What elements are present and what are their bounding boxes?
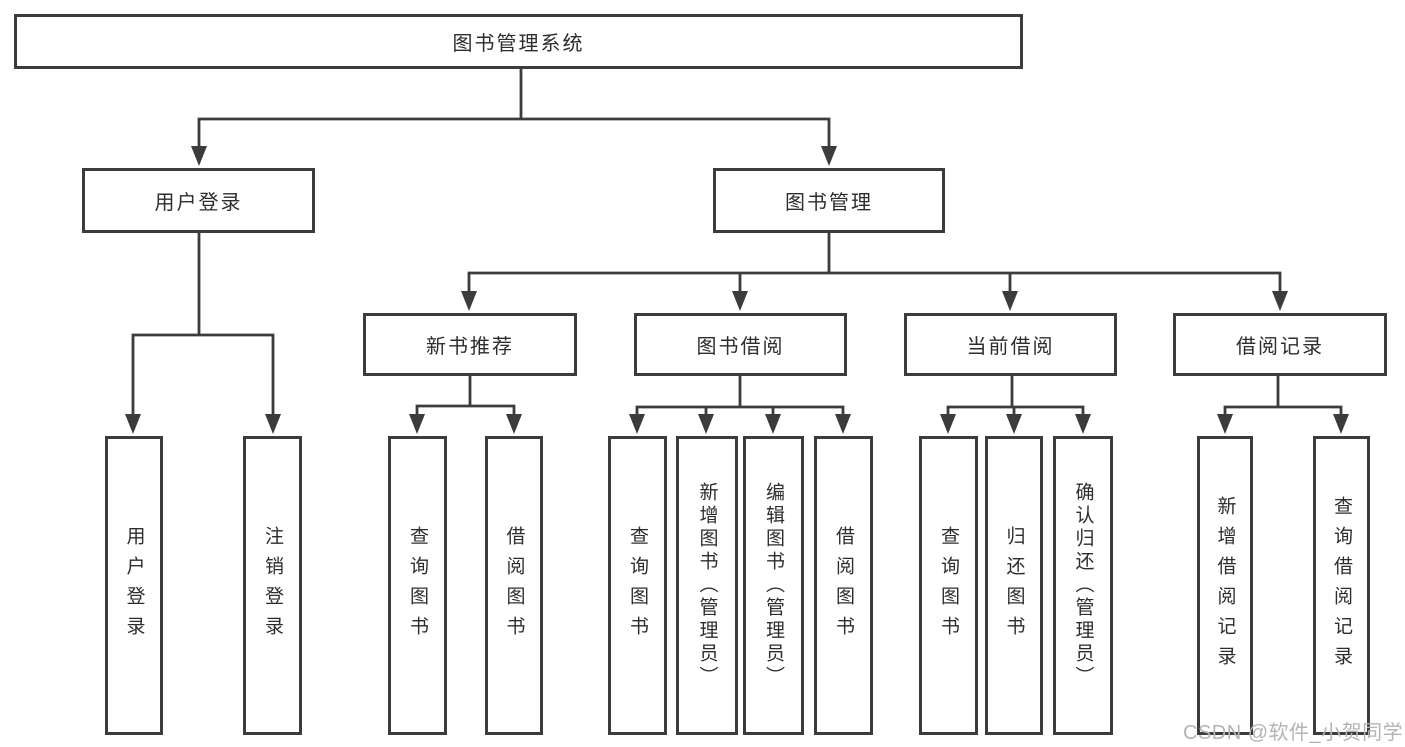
arrow-icon <box>1272 291 1288 311</box>
leaf-confirm-return-admin: 确认归还（管理员） <box>1053 436 1113 735</box>
connector-borrowing-to-leaves <box>635 374 845 420</box>
connector-userlogin-to-leaves <box>131 231 275 420</box>
node-current-borrowing: 当前借阅 <box>904 313 1117 376</box>
arrow-icon <box>765 414 781 434</box>
arrow-icon <box>698 414 714 434</box>
arrow-icon <box>1075 414 1091 434</box>
arrow-icon <box>940 414 956 434</box>
node-book-management: 图书管理 <box>713 168 945 233</box>
arrow-icon <box>1002 291 1018 311</box>
leaf-borrow-books-recommend: 借阅图书 <box>485 436 543 735</box>
connector-root-to-level2 <box>197 67 831 150</box>
arrow-icon <box>732 291 748 311</box>
arrow-icon <box>125 414 141 434</box>
arrow-icon <box>461 291 477 311</box>
connector-records-to-leaves <box>1223 374 1343 420</box>
csdn-watermark: CSDN @软件_小贺同学 <box>1183 722 1404 744</box>
arrow-icon <box>835 414 851 434</box>
leaf-return-book: 归还图书 <box>985 436 1043 735</box>
leaf-query-books-borrowing: 查询图书 <box>608 436 667 735</box>
leaf-user-login: 用户登录 <box>105 436 163 735</box>
node-book-borrowing: 图书借阅 <box>634 313 847 376</box>
leaf-query-books-recommend: 查询图书 <box>388 436 447 735</box>
arrow-icon <box>265 414 281 434</box>
leaf-query-borrow-record: 查询借阅记录 <box>1313 436 1370 735</box>
leaf-logout: 注销登录 <box>243 436 302 735</box>
arrow-icon <box>1217 414 1233 434</box>
arrow-icon <box>1333 414 1349 434</box>
arrowheads <box>125 146 1349 434</box>
leaf-borrow-books: 借阅图书 <box>814 436 873 735</box>
leaf-add-book-admin: 新增图书（管理员） <box>676 436 738 735</box>
node-user-login: 用户登录 <box>82 168 315 233</box>
arrow-icon <box>409 414 425 434</box>
leaf-add-borrow-record: 新增借阅记录 <box>1197 436 1253 735</box>
arrow-icon <box>506 414 522 434</box>
node-borrowing-records: 借阅记录 <box>1173 313 1387 376</box>
arrow-icon <box>629 414 645 434</box>
connector-newbook-to-leaves <box>415 374 516 420</box>
node-new-book-recommend: 新书推荐 <box>363 313 577 376</box>
connector-bookmgmt-to-level3 <box>467 231 1282 295</box>
node-root-system: 图书管理系统 <box>14 14 1023 69</box>
leaf-edit-book-admin: 编辑图书（管理员） <box>743 436 804 735</box>
arrow-icon <box>821 146 837 166</box>
connector-current-to-leaves <box>946 374 1085 420</box>
arrow-icon <box>1006 414 1022 434</box>
arrow-icon <box>191 146 207 166</box>
leaf-query-books-current: 查询图书 <box>919 436 978 735</box>
